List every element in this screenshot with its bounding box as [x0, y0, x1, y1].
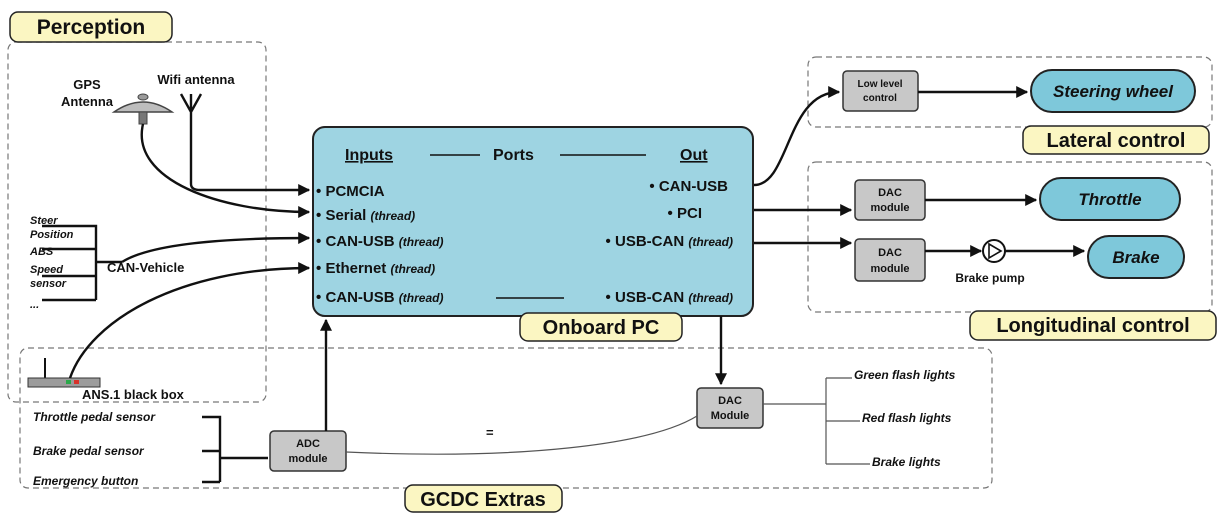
- throttle-pedal-sensor-label: Throttle pedal sensor: [33, 410, 156, 424]
- svg-text:Lateral control: Lateral control: [1047, 130, 1186, 152]
- svg-text:GCDC Extras: GCDC Extras: [420, 489, 546, 511]
- svg-text:Throttle: Throttle: [1078, 190, 1141, 209]
- throttle-node: [1039, 177, 1181, 221]
- dac-module-throttle-box: [854, 179, 926, 221]
- gcdc-extras-group-frame: [19, 347, 993, 489]
- output-port-usb-can: • USB-CAN (thread): [606, 233, 733, 250]
- longitudinal-control-label: Longitudinal control: [969, 310, 1217, 341]
- svg-text:DAC: DAC: [878, 187, 902, 199]
- signal-label: ...: [30, 299, 39, 311]
- gps-label-line1: GPS: [73, 77, 101, 92]
- output-port-can-usb: • CAN-USB: [649, 178, 728, 195]
- svg-text:module: module: [870, 263, 909, 275]
- output-port-pci: • PCI: [668, 205, 702, 222]
- svg-text:Perception: Perception: [37, 16, 146, 39]
- svg-text:Steering wheel: Steering wheel: [1053, 82, 1174, 101]
- svg-text:Longitudinal control: Longitudinal control: [996, 315, 1189, 337]
- ports-header: Ports: [493, 147, 534, 164]
- signal-label: Steer: [30, 215, 58, 227]
- svg-text:DAC: DAC: [878, 247, 902, 259]
- out-header: Out: [680, 147, 708, 164]
- brake-pump-label: Brake pump: [955, 271, 1024, 285]
- brake-lights-label: Brake lights: [872, 455, 941, 469]
- connector-lines: [68, 86, 1086, 455]
- signal-label: sensor: [30, 278, 67, 290]
- brake-node: [1087, 235, 1185, 279]
- svg-text:Onboard PC: Onboard PC: [543, 317, 660, 339]
- svg-text:module: module: [870, 202, 909, 214]
- red-flash-lights-label: Red flash lights: [862, 411, 952, 425]
- emergency-button-label: Emergency button: [33, 474, 138, 488]
- svg-text:Low level: Low level: [857, 79, 902, 90]
- adc-module-box: [269, 430, 347, 472]
- signal-label: Speed: [30, 264, 63, 276]
- inputs-header: Inputs: [345, 147, 393, 164]
- svg-text:Module: Module: [711, 410, 750, 422]
- green-flash-lights-label: Green flash lights: [854, 368, 956, 382]
- dac-module-lights-box: [696, 387, 764, 429]
- wifi-label: Wifi antenna: [157, 72, 235, 87]
- input-port-can-usb-2: • CAN-USB (thread): [316, 289, 443, 306]
- svg-text:ADC: ADC: [296, 438, 320, 450]
- gps-antenna-icon: [111, 93, 175, 125]
- signal-label: Position: [30, 229, 74, 241]
- signal-label: ABS: [29, 246, 54, 258]
- steering-wheel-node: [1030, 69, 1196, 113]
- low-level-control-box: [842, 70, 919, 112]
- svg-text:module: module: [288, 453, 327, 465]
- svg-text:control: control: [863, 93, 897, 104]
- input-port-ethernet: • Ethernet (thread): [316, 260, 435, 277]
- wifi-antenna-icon: [179, 93, 203, 124]
- can-vehicle-label: CAN-Vehicle: [107, 260, 184, 275]
- output-port-usb-can-2: • USB-CAN (thread): [606, 289, 733, 306]
- dac-module-brake-box: [854, 238, 926, 282]
- gps-label-line2: Antenna: [61, 94, 114, 109]
- input-port-serial: • Serial (thread): [316, 207, 415, 224]
- svg-text:Brake: Brake: [1112, 248, 1159, 267]
- can-vehicle-bracket: [42, 224, 122, 302]
- onboard-pc-label: Onboard PC: [519, 312, 683, 342]
- router-icon: [27, 358, 101, 388]
- lateral-control-label: Lateral control: [1022, 125, 1210, 155]
- brake-pedal-sensor-label: Brake pedal sensor: [33, 444, 145, 458]
- input-port-can-usb: • CAN-USB (thread): [316, 233, 443, 250]
- perception-label: Perception: [9, 11, 173, 43]
- gcdc-extras-label: GCDC Extras: [404, 484, 563, 513]
- black-box-label: ANS.1 black box: [82, 387, 185, 402]
- lights-bracket: [763, 377, 870, 465]
- input-port-pcmcia: • PCMCIA: [316, 183, 385, 200]
- lateral-control-group-frame: [807, 56, 1213, 128]
- brake-pump-icon: [982, 239, 1006, 263]
- equals-label: =: [486, 425, 494, 440]
- sensor-bracket: [202, 415, 268, 484]
- svg-text:DAC: DAC: [718, 395, 742, 407]
